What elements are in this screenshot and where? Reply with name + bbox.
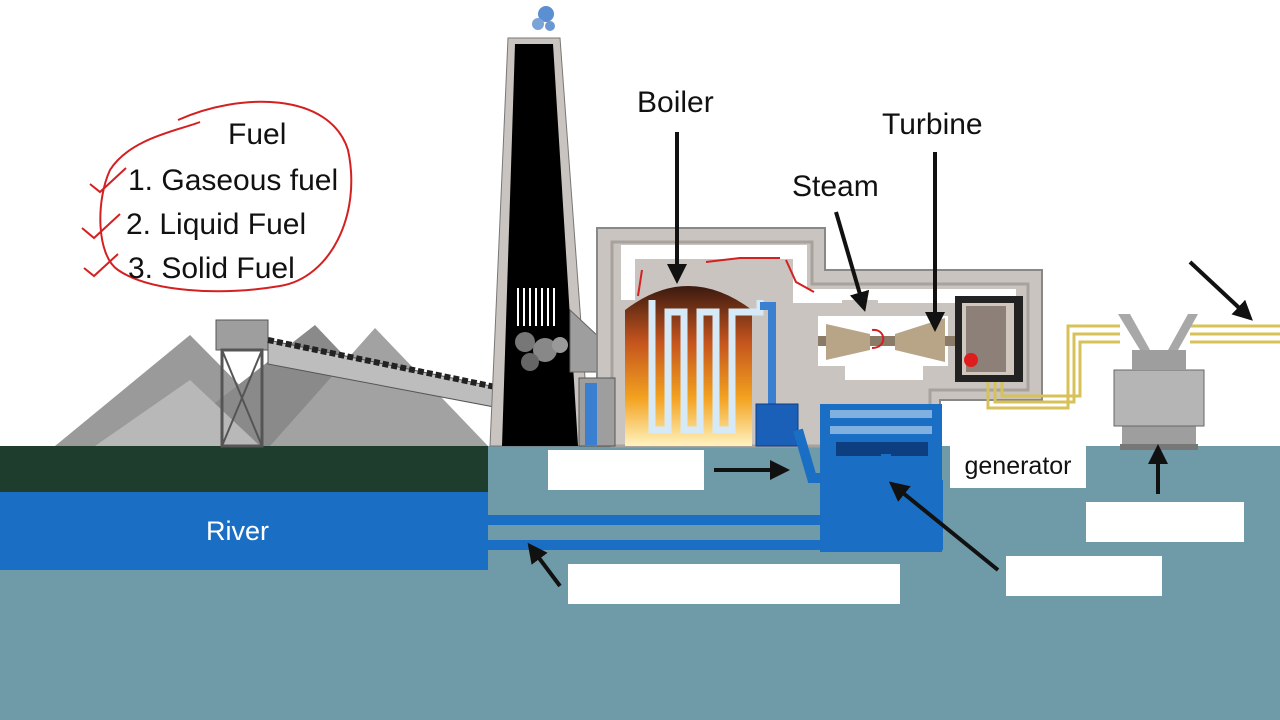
ground-strip: [0, 446, 488, 492]
boiler-furnace: [578, 286, 764, 447]
fuel-item-gaseous: 1. Gaseous fuel: [128, 164, 339, 197]
blank-label-box-cooling: [568, 564, 900, 604]
transformer: [1113, 314, 1205, 450]
fuel-item-liquid: 2. Liquid Fuel: [126, 208, 307, 241]
coal-piles: [55, 325, 488, 446]
flue-duct: [569, 308, 601, 373]
river-channel: [0, 492, 488, 570]
power-cables: [986, 324, 1280, 410]
steam-arrow: [834, 211, 870, 312]
cable-arrow: [1188, 260, 1253, 321]
smoke-puff: [532, 6, 555, 31]
blank-label-box-pump: [548, 450, 704, 490]
conveyor-tower: [215, 319, 269, 448]
handwritten-annotations: [81, 100, 885, 349]
steam-label: Steam: [792, 170, 879, 203]
generator-housing: [955, 296, 1023, 382]
cooling-pipes: [488, 428, 943, 550]
pump-tank: [755, 403, 799, 447]
river-label: River: [206, 516, 270, 546]
pointer-arrows: [527, 132, 1253, 588]
blank-label-box-transformer: [1086, 502, 1244, 542]
blank-label-box-condenser: [1006, 556, 1162, 596]
cooling-arrow: [527, 542, 562, 588]
generator-label: generator: [950, 444, 1086, 488]
condenser-arrow: [888, 481, 1000, 572]
feed-pipe: [760, 302, 776, 408]
boiler-label: Boiler: [637, 86, 714, 119]
chimney: [489, 37, 607, 447]
fuel-item-solid: 3. Solid Fuel: [128, 252, 295, 285]
turbine-label: Turbine: [882, 108, 983, 141]
fuel-title: Fuel: [228, 118, 287, 151]
